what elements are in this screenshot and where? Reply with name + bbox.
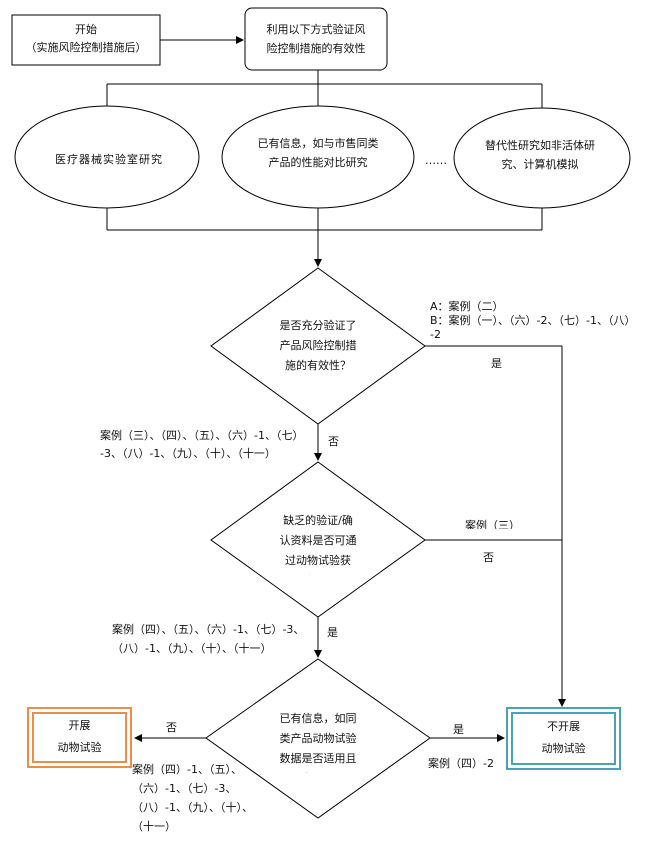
method-lab-study-text: 医疗器械实验室研究 — [55, 153, 163, 166]
decision3-yes-label: 是 — [453, 723, 464, 736]
end-do-box-outer — [27, 707, 132, 768]
decision1-cases-no: 案例（三）、（四）、（五）、（六）-1、（七） -3、（八）-1、（九）、（十）… — [100, 429, 304, 460]
end-do-box-inner — [32, 712, 127, 763]
decision2-cases-yes: 案例（四）、（五）、（六）-1、（七）-3、 （八）-1、（九）、（十）、（十一… — [112, 623, 305, 655]
start-box — [11, 14, 161, 66]
method-ellipsis-text: …… — [425, 154, 447, 167]
verify-box-text: 利用以下方式验证风 险控制措施的有效性 — [266, 23, 366, 55]
decision3-no-label: 否 — [166, 721, 177, 734]
decision2-no-label: 否 — [483, 551, 494, 564]
decision2-yes-label: 是 — [327, 626, 338, 639]
decision1-no-label: 否 — [328, 435, 339, 448]
decision1-cases-yes: A：案例（二） B：案例（一）、（六）-2、（七）-1、（八） -2 — [430, 300, 636, 341]
end-skip-box-outer — [506, 707, 621, 770]
decision3-text: 已有信息，如同 类产品动物试验 数据是否适用且 充分？ — [279, 712, 357, 773]
decision3-cases-yes: 案例（四）-2 — [428, 757, 494, 770]
method-existing-info-text: 已有信息，如与市售同类产品的性能对比研究 — [257, 137, 379, 169]
decision3-cases-no: 案例（四）-1、（五）、 （六）-1、（七）-3、 （八）-1、（九）、（十）、… — [132, 763, 253, 832]
end-do-text: 开展 动物试验 — [57, 719, 102, 754]
decision2-text: 缺乏的验证/确 认资料是否可通 过动物试验获 得？ — [279, 514, 357, 575]
verify-box — [244, 7, 388, 71]
decision2-cases-no: 案例（三） — [465, 519, 520, 529]
end-skip-box-inner — [511, 712, 616, 765]
end-skip-text: 不开展 动物试验 — [541, 720, 586, 755]
decision1-text: 是否充分验证了 产品风险控制措 施的有效性？ — [279, 319, 357, 372]
decision3-diamond — [205, 658, 431, 819]
decision1-yes-label: 是 — [491, 357, 502, 370]
start-box-text: 开始 （实施风险控制措施后） — [25, 23, 147, 54]
method-alternative-text: 替代性研究如非活体研究、计算机模拟 — [485, 139, 595, 171]
